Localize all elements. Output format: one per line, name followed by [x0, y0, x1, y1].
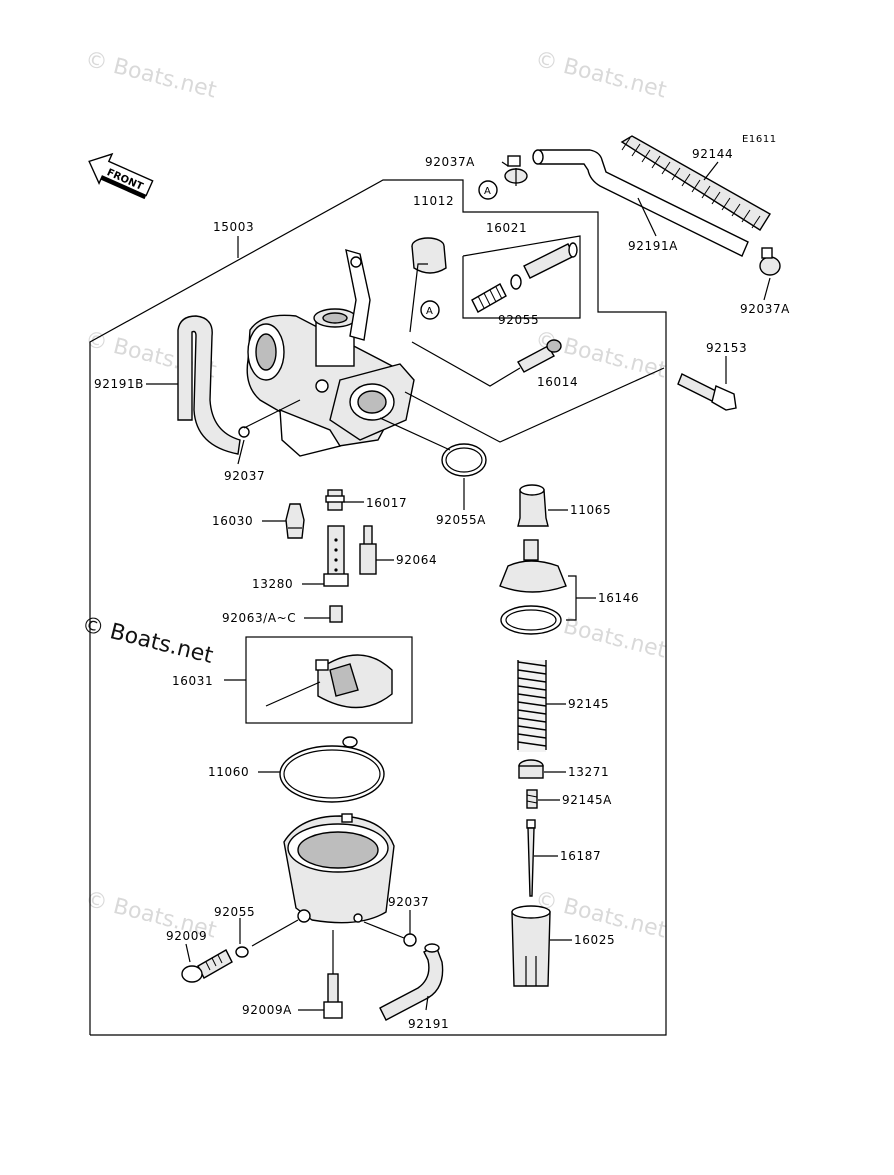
oring-92055A [441, 443, 487, 477]
hose-clamp-92037A-right [759, 247, 781, 276]
part-label-92064: 92064 [396, 553, 437, 567]
part-label-16030: 16030 [212, 514, 253, 528]
drawing-code: E1611 [742, 134, 777, 145]
spring-92145A [526, 789, 538, 809]
drain-hose-92191B [177, 315, 241, 455]
pilot-jet-92064 [359, 525, 377, 575]
watermark-text: © Boats.net [83, 47, 220, 104]
part-label-16187: 16187 [560, 849, 601, 863]
throttle-valve-16025 [511, 905, 551, 987]
part-label-92191: 92191 [408, 1017, 449, 1031]
fuel-hose-92191A [532, 149, 749, 257]
part-label-92055-bottom: 92055 [214, 905, 255, 919]
part-label-92055: 92055 [498, 313, 539, 327]
ref-marker-label: A [484, 186, 491, 197]
part-label-11065: 11065 [570, 503, 611, 517]
front-arrow-icon: FRONT [88, 152, 154, 200]
watermark-group: © Boats.net [83, 47, 220, 104]
float-bowl [283, 813, 395, 924]
watermark-dark: © Boats.net [79, 612, 216, 669]
part-label-13271: 13271 [568, 765, 609, 779]
bolt-92153 [677, 373, 737, 411]
ref-marker-label: A [426, 306, 433, 317]
ref-marker-A: A [478, 180, 498, 200]
leader-lines-body [146, 161, 771, 510]
part-label-92009: 92009 [166, 929, 207, 943]
watermark-dark-text: © Boats.net [79, 612, 216, 669]
leader-16021-box [462, 235, 581, 319]
watermark-text: © Boats.net [533, 47, 670, 104]
watermark-group: © Boats.net [533, 47, 670, 104]
screw-92063 [329, 605, 343, 623]
top-cap-16146 [499, 539, 567, 635]
oring-92055 [235, 946, 249, 958]
assembly-frame [89, 179, 667, 1036]
part-label-92009A: 92009A [242, 1003, 292, 1017]
clamp-92037-bottom [403, 933, 417, 947]
ref-marker-A: A [420, 300, 440, 320]
part-label-92037: 92037 [224, 469, 265, 483]
spring-92145 [517, 660, 547, 752]
part-label-15003: 15003 [213, 220, 254, 234]
part-label-92037A-right: 92037A [740, 302, 790, 316]
cap-11012 [411, 237, 447, 274]
clamp-92037 [238, 426, 250, 438]
drain-screw-92009 [181, 949, 233, 983]
bolt-92009A [323, 930, 343, 1019]
float-16031 [265, 654, 393, 709]
overflow-hose-92191 [379, 943, 444, 1021]
gasket-11060 [279, 745, 385, 803]
carburetor-body-15003 [246, 249, 415, 457]
part-label-92145: 92145 [568, 697, 609, 711]
part-label-16014: 16014 [537, 375, 578, 389]
part-label-92191B: 92191B [94, 377, 144, 391]
part-label-92153: 92153 [706, 341, 747, 355]
jet-needle-16187 [526, 819, 536, 897]
throttle-screw-16014 [517, 339, 562, 373]
part-label-92037-bottom: 92037 [388, 895, 429, 909]
part-label-16031: 16031 [172, 674, 213, 688]
part-label-16017: 16017 [366, 496, 407, 510]
needle-jet-13280 [323, 525, 349, 587]
part-label-92144: 92144 [692, 147, 733, 161]
part-label-11060: 11060 [208, 765, 249, 779]
part-label-11012: 11012 [413, 194, 454, 208]
part-label-92063: 92063/A~C [222, 611, 296, 625]
part-label-16146: 16146 [598, 591, 639, 605]
part-label-92191A: 92191A [628, 239, 678, 253]
part-label-13280: 13280 [252, 577, 293, 591]
cable-cap-11065 [517, 484, 549, 527]
float-valve-16030 [285, 503, 305, 539]
part-label-92145A: 92145A [562, 793, 612, 807]
spring-sleeve-92144 [620, 135, 771, 231]
part-label-16021: 16021 [486, 221, 527, 235]
needle-seat-13271 [518, 759, 544, 779]
part-label-92055A: 92055A [436, 513, 486, 527]
part-label-92037A: 92037A [425, 155, 475, 169]
part-label-16025: 16025 [574, 933, 615, 947]
pilot-screw-16021 [471, 242, 578, 313]
jet-16017 [325, 489, 345, 511]
